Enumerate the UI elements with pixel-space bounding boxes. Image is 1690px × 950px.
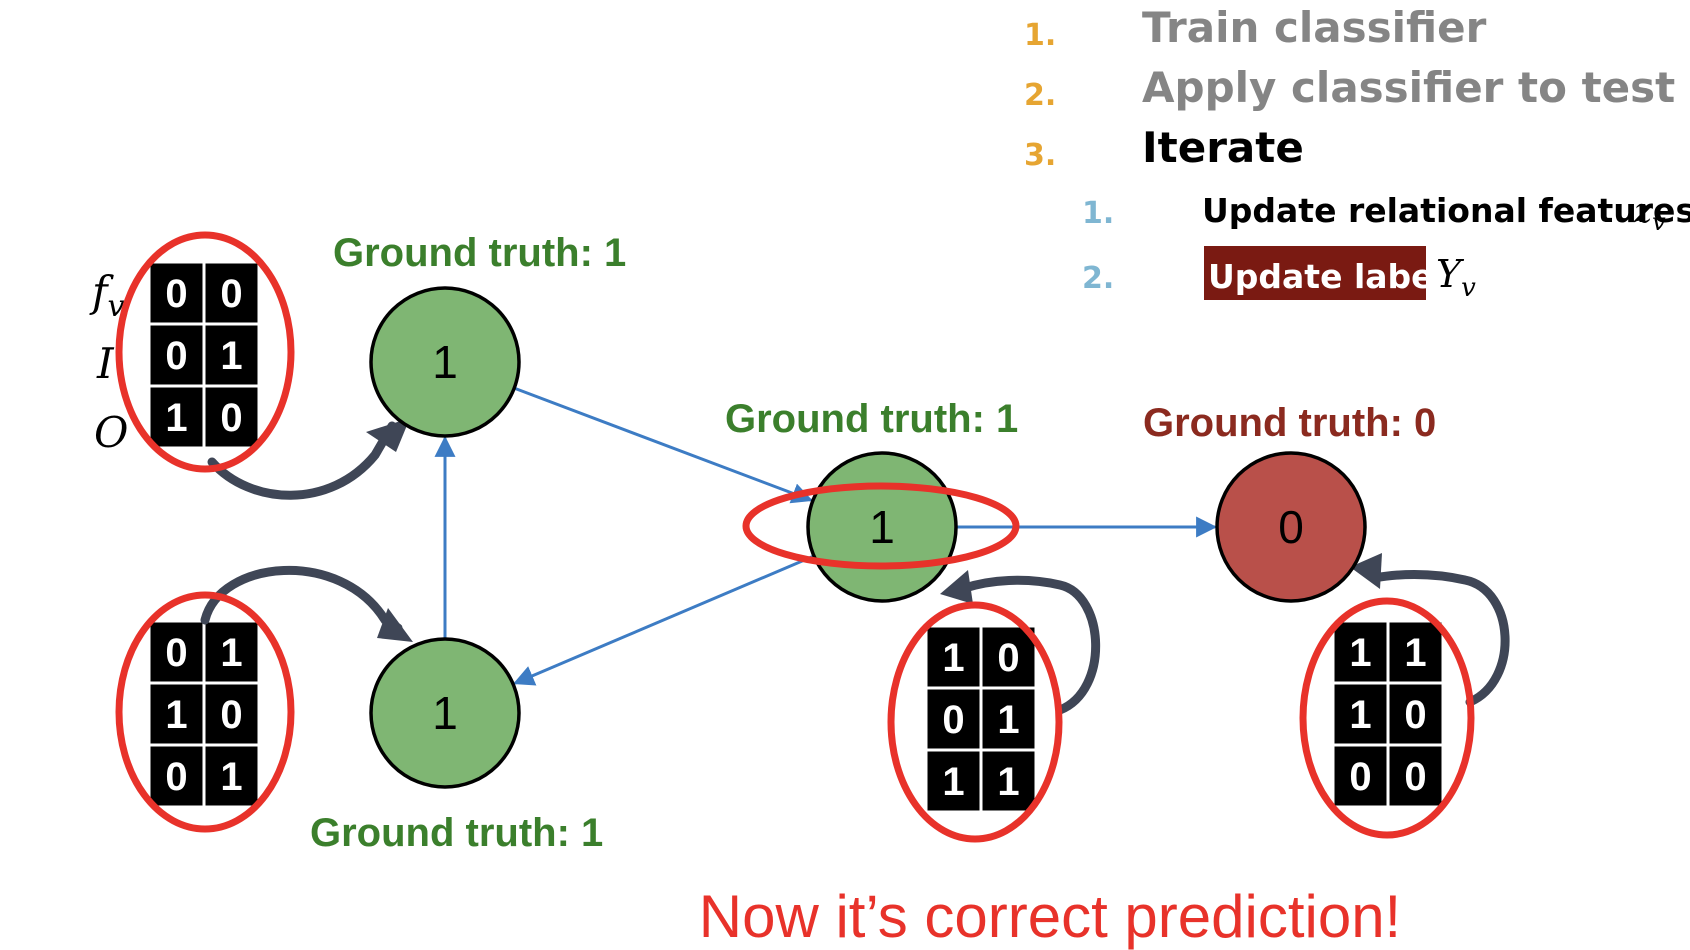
highlight-table-2 xyxy=(115,591,295,833)
row-label-o: O xyxy=(94,408,128,457)
ground-truth-node-4: Ground truth: 0 xyxy=(1143,401,1436,445)
highlight-table-3 xyxy=(887,601,1063,843)
substep-2-number: 2. xyxy=(1082,261,1114,296)
table-2-cell: 1 xyxy=(165,693,187,737)
table-2-cell-bg xyxy=(147,743,206,809)
row-labels: fv I O xyxy=(89,267,128,457)
ground-truth-node-3: Ground truth: 1 xyxy=(725,397,1018,441)
highlight-table-1 xyxy=(115,231,295,473)
table-3-cell-bg xyxy=(924,686,983,752)
substep-2-label: Update label xyxy=(1208,257,1445,296)
table-3-cell-bg xyxy=(979,624,1038,690)
table-4-cell: 0 xyxy=(1349,755,1371,799)
table-3-cell: 1 xyxy=(942,760,964,804)
substep-1-math: zv xyxy=(1633,191,1666,236)
table-3-cell-bg xyxy=(979,686,1038,752)
table-3-cell-bg xyxy=(924,624,983,690)
step-2-label: Apply classifier to test xyxy=(1142,63,1675,112)
node-1-label: 1 xyxy=(432,336,458,388)
step-1-label: Train classifier xyxy=(1142,3,1487,52)
node-2-label: 1 xyxy=(432,687,458,739)
table-2-cell: 0 xyxy=(165,755,187,799)
table-4-cell-bg xyxy=(1386,743,1445,809)
node-3-label: 1 xyxy=(869,501,895,553)
step-2-number: 2. xyxy=(1024,78,1056,113)
step-1-number: 1. xyxy=(1024,18,1056,53)
table-1-cell: 0 xyxy=(165,334,187,378)
step-3-label: Iterate xyxy=(1142,123,1304,172)
table-3-cell: 1 xyxy=(997,698,1019,742)
table-1-cell: 0 xyxy=(220,272,242,316)
table-1-cell: 0 xyxy=(220,396,242,440)
table-2-cell-bg xyxy=(202,619,261,685)
node-2-circle xyxy=(369,637,521,789)
arrowhead-table4-node4 xyxy=(1350,553,1382,589)
arrow-table1-node1 xyxy=(207,421,397,500)
highlight-node-3-edge xyxy=(742,482,1020,570)
substep-2-highlight xyxy=(1204,246,1426,300)
table-1-cell-bg xyxy=(147,384,206,450)
table-4-cell: 0 xyxy=(1404,755,1426,799)
graph-edges xyxy=(434,386,1218,686)
node-4-circle xyxy=(1215,451,1367,603)
substep-1-label: Update relational features xyxy=(1202,191,1690,230)
table-1-cell-bg xyxy=(202,384,261,450)
table-2-cell: 0 xyxy=(220,693,242,737)
table-3-cell: 0 xyxy=(997,636,1019,680)
ground-truth-node-2: Ground truth: 1 xyxy=(310,811,603,855)
graph-nodes: 1 1 1 0 xyxy=(369,286,1367,789)
row-label-i: I xyxy=(96,339,115,388)
table-4-cell-bg xyxy=(1386,681,1445,747)
table-1-cell: 0 xyxy=(165,272,187,316)
table-3-cell-bg xyxy=(979,748,1038,814)
step-3-number: 3. xyxy=(1024,138,1056,173)
table-3-cell: 0 xyxy=(942,698,964,742)
table-2-cell: 1 xyxy=(220,755,242,799)
substep-1-number: 1. xyxy=(1082,196,1114,231)
table-2-cell: 1 xyxy=(220,631,242,675)
node-1-circle xyxy=(369,286,521,438)
ground-truth-node-1: Ground truth: 1 xyxy=(333,231,626,275)
table-4-cell: 1 xyxy=(1349,631,1371,675)
table-4-cell: 1 xyxy=(1404,631,1426,675)
arrow-table4-node4 xyxy=(1370,570,1510,707)
table-1-cell: 1 xyxy=(220,334,242,378)
table-4-cell-bg xyxy=(1331,619,1390,685)
arrowhead-table2-node2 xyxy=(377,608,413,642)
table-4-cell-bg xyxy=(1331,743,1390,809)
table-4-cell: 0 xyxy=(1404,693,1426,737)
highlight-ellipses xyxy=(115,231,1475,843)
table-1-cell-bg xyxy=(202,260,261,326)
table-1-cell-bg xyxy=(147,322,206,388)
ground-truth-labels: Ground truth: 1 Ground truth: 1 Ground t… xyxy=(310,231,1436,855)
caption: Now it’s correct prediction! xyxy=(699,883,1401,950)
table-3-cell: 1 xyxy=(997,760,1019,804)
table-2-cell-bg xyxy=(202,743,261,809)
substep-2-math: Yv xyxy=(1436,252,1476,303)
arrowhead-table1-node1 xyxy=(366,418,410,452)
arrowhead-table3-node3 xyxy=(940,570,973,604)
table-1-cell-bg xyxy=(202,322,261,388)
edge-n3-n2 xyxy=(512,554,815,686)
row-label-fv: fv xyxy=(89,267,125,324)
table-3-cell: 1 xyxy=(942,636,964,680)
step-list: 1. Train classifier 2. Apply classifier … xyxy=(1024,3,1690,303)
node-4-label: 0 xyxy=(1278,501,1304,553)
arrow-table3-node3 xyxy=(960,575,1101,715)
table-2-cell: 0 xyxy=(165,631,187,675)
table-1-cell: 1 xyxy=(165,396,187,440)
table-4-cell: 1 xyxy=(1349,693,1371,737)
edge-n1-n3 xyxy=(513,386,813,504)
highlight-table-4 xyxy=(1299,597,1475,839)
